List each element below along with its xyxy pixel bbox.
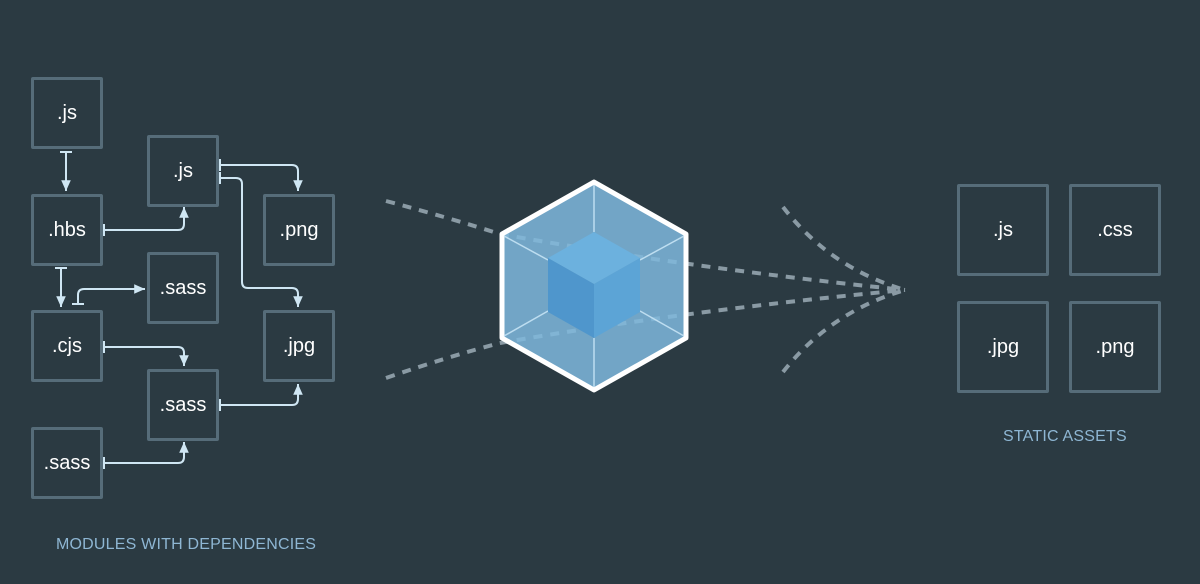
arrow-js2-to-png: [219, 159, 303, 191]
module-box-hbs: .hbs: [31, 194, 103, 266]
arrow-sass2-to-jpg: [219, 384, 303, 411]
arrow-sass3-to-sass2: [103, 442, 189, 469]
arrow-hbs-to-js2: [103, 207, 189, 236]
module-box-js: .js: [31, 77, 103, 149]
asset-box-js: .js: [957, 184, 1049, 276]
asset-box-jpg: .jpg: [957, 301, 1049, 393]
dashed-line-in-bottom: [385, 341, 501, 380]
arrow-cjs-to-sass2: [103, 341, 189, 366]
dashed-curve-out-top: [781, 205, 906, 292]
module-box-png: .png: [263, 194, 335, 266]
arrow-js2-to-jpg: [219, 172, 303, 307]
asset-box-png: .png: [1069, 301, 1161, 393]
webpack-cube-icon: [499, 179, 689, 393]
arrow-js-to-hbs: [60, 151, 72, 191]
dashed-line-in-top: [385, 199, 501, 236]
module-box-cjs: .cjs: [31, 310, 103, 382]
arrow-cjs-to-sass1: [72, 284, 145, 305]
module-box-sass-top: .sass: [147, 252, 219, 324]
dependency-arrows: [55, 151, 303, 469]
assets-caption: STATIC ASSETS: [1003, 428, 1127, 445]
asset-box-css: .css: [1069, 184, 1161, 276]
dashed-curve-out-bottom: [781, 288, 906, 374]
module-box-jpg: .jpg: [263, 310, 335, 382]
module-box-js-dependency: .js: [147, 135, 219, 207]
arrow-hbs-to-cjs: [55, 267, 67, 307]
module-box-sass-bottom: .sass: [31, 427, 103, 499]
module-box-sass-middle: .sass: [147, 369, 219, 441]
modules-caption: MODULES WITH DEPENDENCIES: [56, 536, 317, 553]
